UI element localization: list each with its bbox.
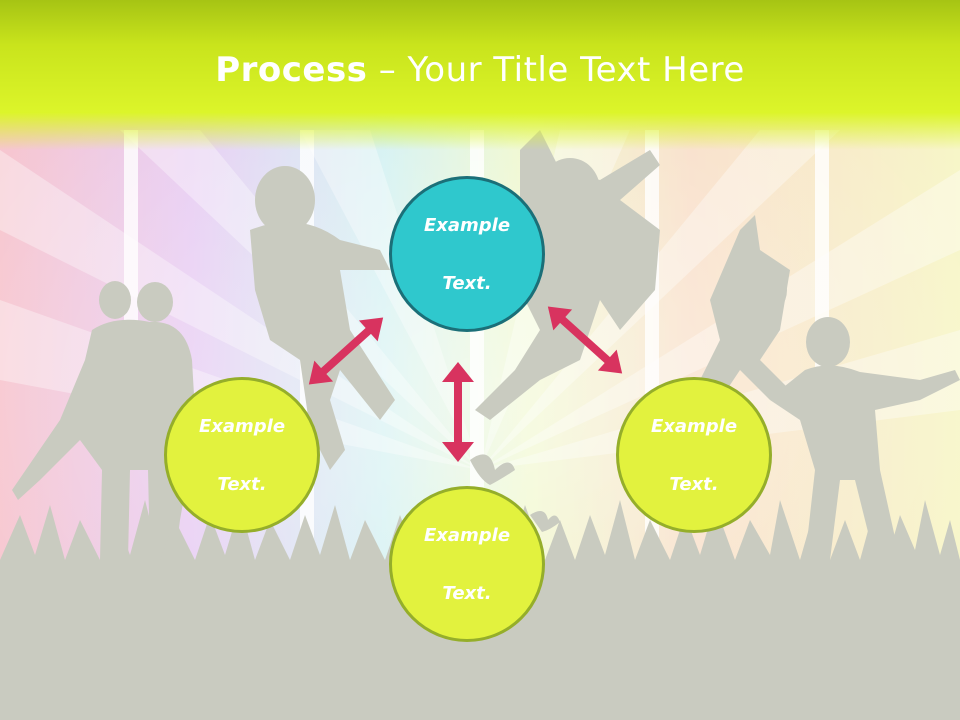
title-rest: – Your Title Text Here	[367, 50, 745, 90]
node-left-line1: Example	[198, 415, 286, 437]
butterfly-icons	[470, 454, 560, 532]
node-bottom-line1: Example	[423, 524, 511, 546]
node-left-line2: Text.	[217, 473, 267, 495]
title-bar	[0, 0, 960, 150]
node-top-line1: Example	[423, 214, 511, 236]
node-bottom-line2: Text.	[442, 582, 492, 604]
slide-title: Process – Your Title Text Here	[0, 50, 960, 90]
node-right-line1: Example	[650, 415, 738, 437]
node-top-line2: Text.	[442, 272, 492, 294]
title-bold: Process	[215, 50, 368, 90]
node-right-line2: Text.	[669, 473, 719, 495]
